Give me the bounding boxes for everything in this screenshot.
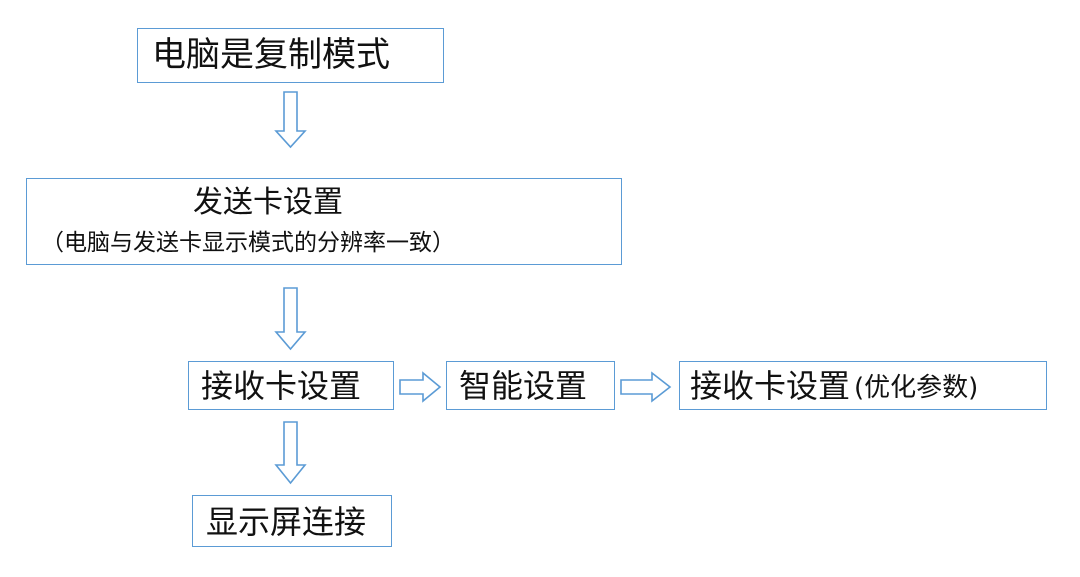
display-connect-label: 显示屏连接 [206,503,367,541]
smart-setup-label: 智能设置 [459,367,588,405]
arrow-down-1 [274,91,307,149]
computer-mode-box: 电脑是复制模式 [137,28,444,83]
sender-card-label: 发送卡设置 [193,185,343,220]
receiver-card-label: 接收卡设置 [201,367,362,405]
sender-card-box: 发送卡设置 （电脑与发送卡显示模式的分辨率一致） [26,178,622,265]
arrow-down-3 [274,421,307,485]
sender-card-note: （电脑与发送卡显示模式的分辨率一致） [41,230,455,256]
arrow-right-1 [399,371,442,403]
arrow-down-2 [274,287,307,351]
receiver-card-optimize-box: 接收卡设置 (优化参数) [679,361,1047,410]
receiver-card-box: 接收卡设置 [188,361,394,410]
receiver-card-optimize-note: (优化参数) [854,373,979,403]
arrow-right-2 [620,371,672,403]
computer-mode-label: 电脑是复制模式 [152,35,390,75]
smart-setup-box: 智能设置 [446,361,615,410]
receiver-card-optimize-label: 接收卡设置 [690,367,851,405]
display-connect-box: 显示屏连接 [192,495,392,547]
